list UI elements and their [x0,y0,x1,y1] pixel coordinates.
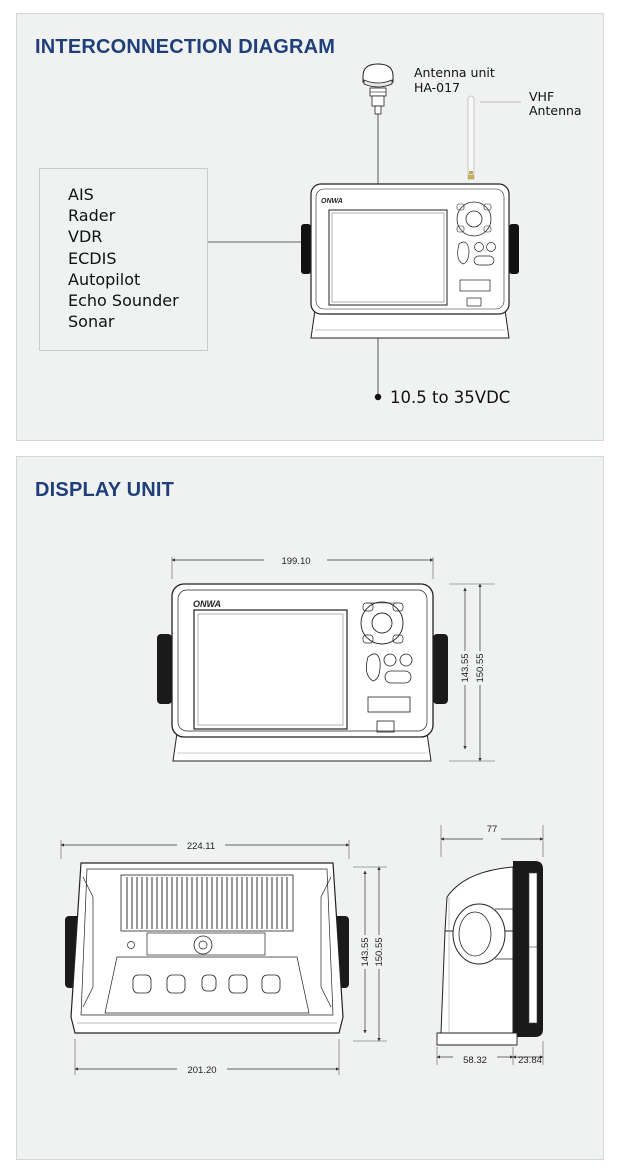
side-view-drawing [436,861,543,1046]
power-terminal-dot [374,393,382,401]
system-item-sonar: Sonar [68,312,115,332]
vhf-antenna-label: Antenna [529,103,582,118]
vhf-antenna-icon [467,95,521,180]
back-height-outer-dim: 150.55 [374,937,385,966]
system-item-echo-sounder: Echo Sounder [68,291,179,311]
system-item-autopilot: Autopilot [68,269,141,289]
display-unit-drawings: ONWA [60,556,544,1076]
antenna-unit-label: Antenna unit [414,65,495,80]
front-view-drawing: ONWA [157,583,448,762]
back-width-top-dim: 224.11 [187,841,215,852]
side-base-dim: 58.32 [463,1055,487,1066]
display-unit-title: DISPLAY UNIT [35,479,175,501]
display-unit-panel: DISPLAY UNIT ONWA [16,456,604,1160]
back-dimension-lines [60,840,387,1075]
antenna-unit-model: HA-017 [414,80,461,95]
brand-logo-small: ONWA [321,198,343,205]
display-unit-front-icon: ONWA [301,183,519,339]
back-view-drawing [65,862,349,1034]
power-supply-label: 10.5 to 35VDC [390,388,511,407]
brand-logo: ONWA [193,599,221,609]
interconnection-panel: INTERCONNECTION DIAGRAM AIS Rader VDR EC… [16,13,604,441]
back-width-bottom-dim: 201.20 [187,1065,216,1076]
interconnection-title: INTERCONNECTION DIAGRAM [35,36,336,58]
side-offset-dim: 23.84 [518,1055,542,1066]
side-depth-dim: 77 [487,824,498,835]
system-item-vdr: VDR [68,227,103,247]
back-height-inner-dim: 143.55 [360,937,371,966]
connected-systems-box: AIS Rader VDR ECDIS Autopilot Echo Sound… [39,168,208,351]
front-height-outer-dim: 150.55 [475,653,486,682]
gps-antenna-unit-icon [362,63,394,115]
system-item-ais: AIS [68,185,94,204]
vhf-label: VHF [529,89,555,104]
front-width-dim: 199.10 [281,556,310,567]
system-item-ecdis: ECDIS [68,248,117,268]
front-height-inner-dim: 143.55 [460,653,471,682]
front-dimension-lines [171,557,495,762]
side-dimension-lines [436,825,544,1065]
interconnection-drawing: ONWA [208,63,521,401]
system-item-radar: Rader [68,206,116,226]
